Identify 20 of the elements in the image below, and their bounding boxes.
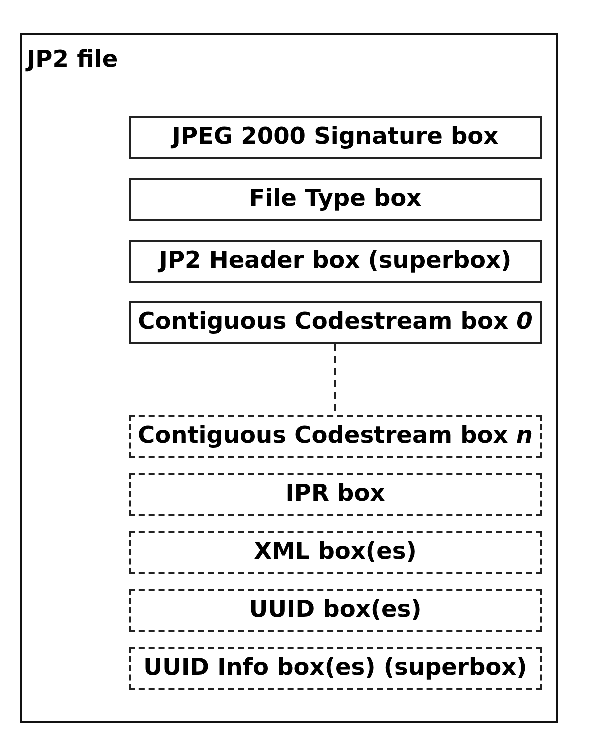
required-box [129,116,542,159]
box-label: XML box(es) [254,539,417,566]
box-label: JPEG 2000 Signature box [172,124,499,151]
container-title: JP2 file [27,47,118,74]
box-label: Contiguous Codestream box n [138,423,534,450]
box-label: File Type box [249,186,422,213]
optional-box [129,531,542,574]
required-box [129,301,542,344]
file-container-box [20,33,558,723]
box-label: Contiguous Codestream box 0 [138,309,533,336]
box-label: JP2 Header box (superbox) [159,248,512,275]
optional-box [129,473,542,516]
box-label: IPR box [286,481,386,508]
optional-box [129,647,542,690]
optional-box [129,415,542,458]
box-label: UUID Info box(es) (superbox) [144,655,528,682]
optional-box [129,589,542,632]
required-box [129,178,542,221]
required-box [129,240,542,283]
box-label: UUID box(es) [249,597,422,624]
